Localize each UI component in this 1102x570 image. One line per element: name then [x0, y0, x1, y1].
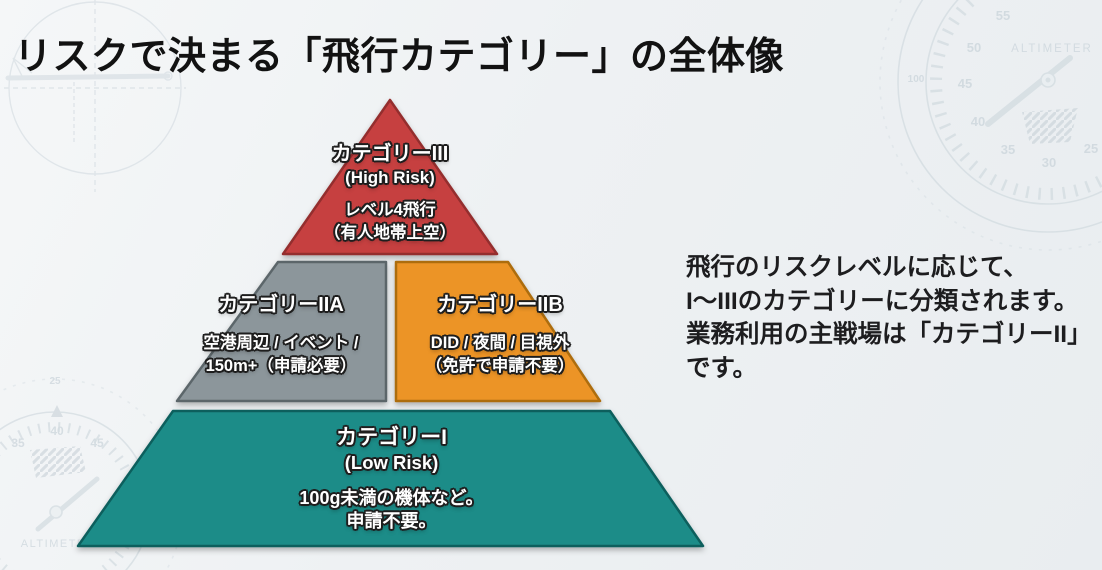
tier-name: カテゴリーI — [336, 426, 447, 449]
tier-detail: レベル4飛行 — [344, 201, 436, 219]
airplane-sketch-icon — [4, 0, 186, 192]
page-title: リスクで決まる「飛行カテゴリー」の全体像 — [14, 36, 785, 79]
description-line: です。 — [686, 354, 758, 382]
gauge-needle-icon — [35, 476, 100, 532]
description-line: I〜IIIのカテゴリーに分類されます。 — [686, 287, 1079, 315]
tier-name: カテゴリーIIA — [218, 294, 344, 316]
gauge-hatch-sector — [1022, 108, 1078, 144]
gauge-number: 35 — [1001, 142, 1015, 157]
gauge-number: 30 — [1042, 155, 1056, 170]
gauge-needle-icon — [985, 55, 1073, 127]
tier-category-IIA — [175, 260, 388, 403]
tier-risk: (High Risk) — [345, 168, 435, 187]
gauge-number: 25 — [49, 376, 61, 387]
tier-category-III — [281, 98, 499, 256]
gauge-hatch-sector — [30, 446, 86, 478]
altimeter-gauge-top-right-icon: ALTIMETER 55 50 45 40 35 30 25 100 — [879, 0, 1102, 251]
description-line: 飛行のリスクレベルに応じて、 — [686, 254, 1028, 281]
tier-name: カテゴリーIIB — [437, 294, 563, 316]
description-line: 業務利用の主戦場は「カテゴリーII」 — [686, 321, 1092, 348]
description-text: 飛行のリスクレベルに応じて、 I〜IIIのカテゴリーに分類されます。 業務利用の… — [686, 251, 1098, 385]
tier-category-III-label: カテゴリーIII (High Risk) レベル4飛行 （有人地帯上空） — [278, 141, 502, 245]
gauge-side-label: 100 — [908, 74, 925, 85]
tier-detail: DID / 夜間 / 目視外 — [430, 334, 570, 352]
tier-detail: 空港周辺 / イベント / — [203, 334, 359, 352]
gauge-number: 55 — [996, 8, 1010, 23]
tier-detail: 150m+（申請必要） — [205, 357, 357, 375]
tier-detail: 申請不要。 — [346, 511, 437, 531]
tier-detail: （免許で申請不要） — [425, 357, 575, 375]
gauge-number: 40 — [50, 424, 64, 438]
tier-category-I-label: カテゴリーI (Low Risk) 100g未満の機体など。 申請不要。 — [173, 424, 610, 533]
gauge-number: 45 — [90, 436, 104, 450]
altimeter-label: ALTIMETER — [1011, 43, 1093, 55]
gauge-number: 35 — [11, 436, 25, 450]
gauge-number: 45 — [958, 76, 972, 91]
tier-risk: (Low Risk) — [344, 452, 439, 473]
gauge-number: 50 — [967, 40, 981, 55]
tier-name: カテゴリーIII — [331, 143, 449, 165]
tier-detail: 100g未満の機体など。 — [299, 488, 484, 508]
gauge-top-marker — [51, 405, 63, 417]
altimeter-label: ALTIMETER — [21, 538, 95, 550]
tier-category-IIA-label: カテゴリーIIA 空港周辺 / イベント / 150m+（申請必要） — [175, 292, 387, 378]
tier-category-IIB-label: カテゴリーIIB DID / 夜間 / 目視外 （免許で申請不要） — [395, 292, 605, 378]
gauge-number: 25 — [1084, 141, 1098, 156]
tier-category-IIB — [394, 260, 602, 403]
gauge-number: 40 — [971, 114, 985, 129]
tier-detail: （有人地帯上空） — [324, 224, 456, 242]
tier-category-I — [76, 409, 705, 548]
